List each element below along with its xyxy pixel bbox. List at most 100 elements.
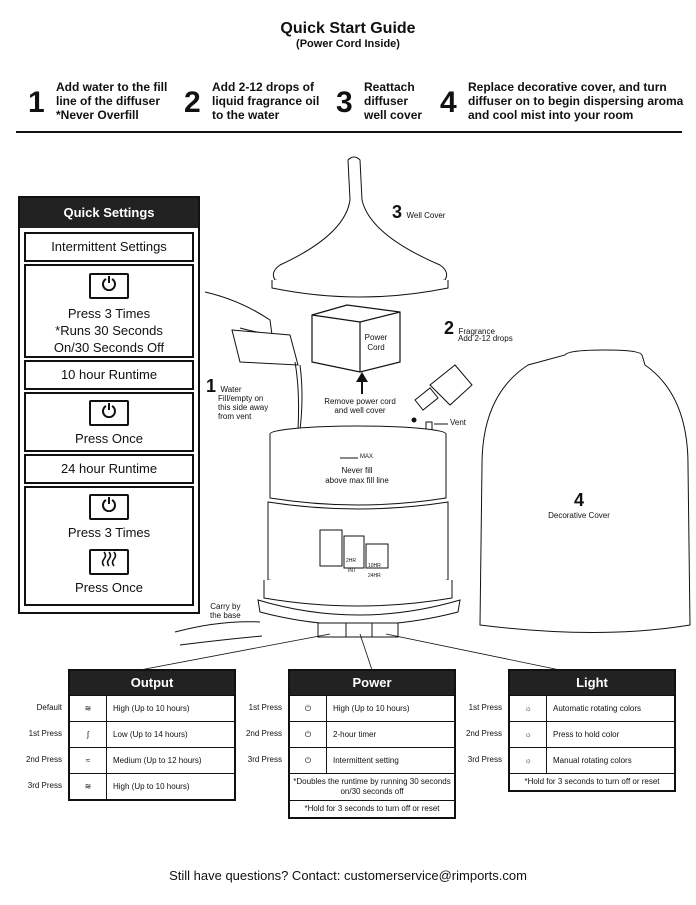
power-icon: ⏻: [290, 748, 327, 773]
panel-label-10hr: 10HR: [368, 563, 381, 569]
mist-high-icon: ≋: [70, 774, 107, 799]
note-line: from vent: [218, 412, 252, 421]
power-cord-box-label: Power Cord: [364, 333, 388, 352]
intermittent-box: Press 3 Times *Runs 30 Seconds On/30 Sec…: [24, 264, 194, 358]
table-row: ⏻High (Up to 10 hours): [290, 695, 454, 721]
decorative-cover-callout: 4 Decorative Cover: [540, 490, 618, 520]
table-row: ∫Low (Up to 14 hours): [70, 721, 234, 747]
row-text: Intermittent setting: [333, 756, 399, 765]
row-text: High (Up to 10 hours): [113, 782, 190, 791]
press-text: Press 3 Times: [67, 306, 151, 321]
step-line: Add water to the fill: [56, 80, 168, 94]
callout-number: 4: [573, 490, 584, 510]
table-row: ≋ High (Up to 10 hours): [70, 773, 234, 799]
vent-label: Vent: [450, 418, 467, 427]
intermittent-label-box: Intermittent Settings: [24, 232, 194, 262]
fragrance-drops-label: Add 2-12 drops: [458, 334, 513, 343]
water-tank-illustration: [269, 425, 447, 506]
hand-pouring-illustration: [204, 291, 303, 431]
step-line: liquid fragrance oil: [212, 94, 320, 108]
step-line: *Never Overfill: [56, 108, 139, 122]
callout-number: 3: [392, 202, 403, 222]
row-text: High (Up to 10 hours): [333, 704, 410, 713]
note-line: Carry by: [210, 602, 241, 611]
power-icon: ⏻: [290, 722, 327, 747]
ten-hour-box: Press Once: [24, 392, 194, 452]
note-line: this side away: [218, 403, 269, 412]
step-line: diffuser on to begin dispersing aroma: [468, 94, 684, 108]
note-line: above max fill line: [325, 476, 389, 485]
step-line: Reattach: [364, 80, 415, 94]
power-icon: [89, 494, 129, 520]
step-line: to the water: [212, 108, 280, 122]
power-reset-note: *Hold for 3 seconds to turn off or reset: [290, 800, 454, 817]
never-fill-note: Never fill above max fill line: [300, 466, 414, 486]
row-text: Automatic rotating colors: [553, 704, 642, 713]
row-label: 3rd Press: [247, 755, 282, 764]
note-line: Fill/empty on: [218, 394, 264, 403]
step-line: Add 2-12 drops of: [212, 80, 315, 94]
fragrance-bottle-illustration: [411, 364, 473, 423]
diffuser-diagram: [139, 156, 691, 670]
decorative-cover-illustration: [479, 349, 691, 633]
light-icon: ☼: [510, 696, 547, 721]
step-number: 1: [28, 86, 45, 119]
well-cover-callout: 3 Well Cover: [392, 202, 445, 223]
press-text: Press 3 Times: [67, 525, 151, 540]
mist-medium-icon: ≈: [70, 748, 107, 773]
table-row: ⏻ 2-hour timer: [290, 721, 454, 747]
row-label: 1st Press: [468, 703, 502, 712]
hand-carry-illustration: [174, 621, 263, 646]
row-label: 2nd Press: [245, 729, 282, 738]
power-icon: [89, 273, 129, 299]
power-icon: [89, 400, 129, 426]
table-row: ⏻ Intermittent setting: [290, 747, 454, 773]
step-number: 4: [440, 86, 457, 119]
note-line: Never fill: [341, 466, 373, 475]
callout-label: Well Cover: [406, 211, 446, 220]
callout-label: Water: [220, 385, 242, 394]
step-number: 3: [336, 86, 353, 119]
page-subtitle: (Power Cord Inside): [296, 38, 400, 50]
callout-number: 1: [206, 376, 217, 396]
callout-label: Fragrance: [458, 327, 495, 336]
note-text: On/30 Seconds Off: [53, 340, 165, 355]
panel-label-24hr: 24HR: [368, 573, 381, 579]
panel-label-int: INT: [348, 568, 357, 574]
fragrance-callout: 2 Fragrance: [444, 318, 495, 339]
max-label: MAX: [360, 454, 374, 460]
step-line: well cover: [364, 108, 423, 122]
row-text: 2-hour timer: [333, 730, 377, 739]
diffuser-body-illustration: [257, 501, 461, 638]
mist-high-icon: [89, 549, 129, 575]
row-text: Low (Up to 14 hours): [113, 730, 188, 739]
water-callout: 1 Water: [206, 376, 242, 397]
callout-label: Decorative Cover: [548, 511, 610, 520]
well-cover-illustration: [271, 156, 449, 298]
row-label: 3rd Press: [27, 781, 62, 790]
step-line: diffuser: [364, 94, 409, 108]
note-line: and well cover: [334, 406, 386, 415]
quick-settings-title: Quick Settings: [20, 198, 198, 228]
row-text: High (Up to 10 hours): [113, 704, 190, 713]
light-reset-note: *Hold for 3 seconds to turn off or reset: [510, 773, 674, 790]
ten-hour-label: 10 hour Runtime: [60, 367, 158, 382]
twentyfour-hour-label-box: 24 hour Runtime: [24, 454, 194, 484]
table-row: ≈ Medium (Up to 12 hours): [70, 747, 234, 773]
intermittent-label: Intermittent Settings: [51, 239, 167, 254]
step-text: Replace decorative cover, and turn diffu…: [468, 80, 696, 122]
callout-number: 2: [444, 318, 455, 338]
table-row: ☼ Automatic rotating colors: [510, 695, 674, 721]
power-cord-box-illustration: [311, 304, 401, 373]
power-title: Power: [290, 671, 454, 695]
ten-hour-label-box: 10 hour Runtime: [24, 360, 194, 390]
row-text: Medium (Up to 12 hours): [113, 756, 202, 765]
note-line: the base: [210, 611, 241, 620]
row-label: 1st Press: [28, 729, 62, 738]
twentyfour-hour-box: Press 3 Times Press Once: [24, 486, 194, 606]
step-line: and cool mist into your room: [468, 108, 634, 122]
row-label: 1st Press: [248, 703, 282, 712]
step-text: Add water to the fill line of the diffus…: [56, 80, 196, 122]
twentyfour-hour-label: 24 hour Runtime: [60, 461, 158, 476]
row-label: 3rd Press: [467, 755, 502, 764]
